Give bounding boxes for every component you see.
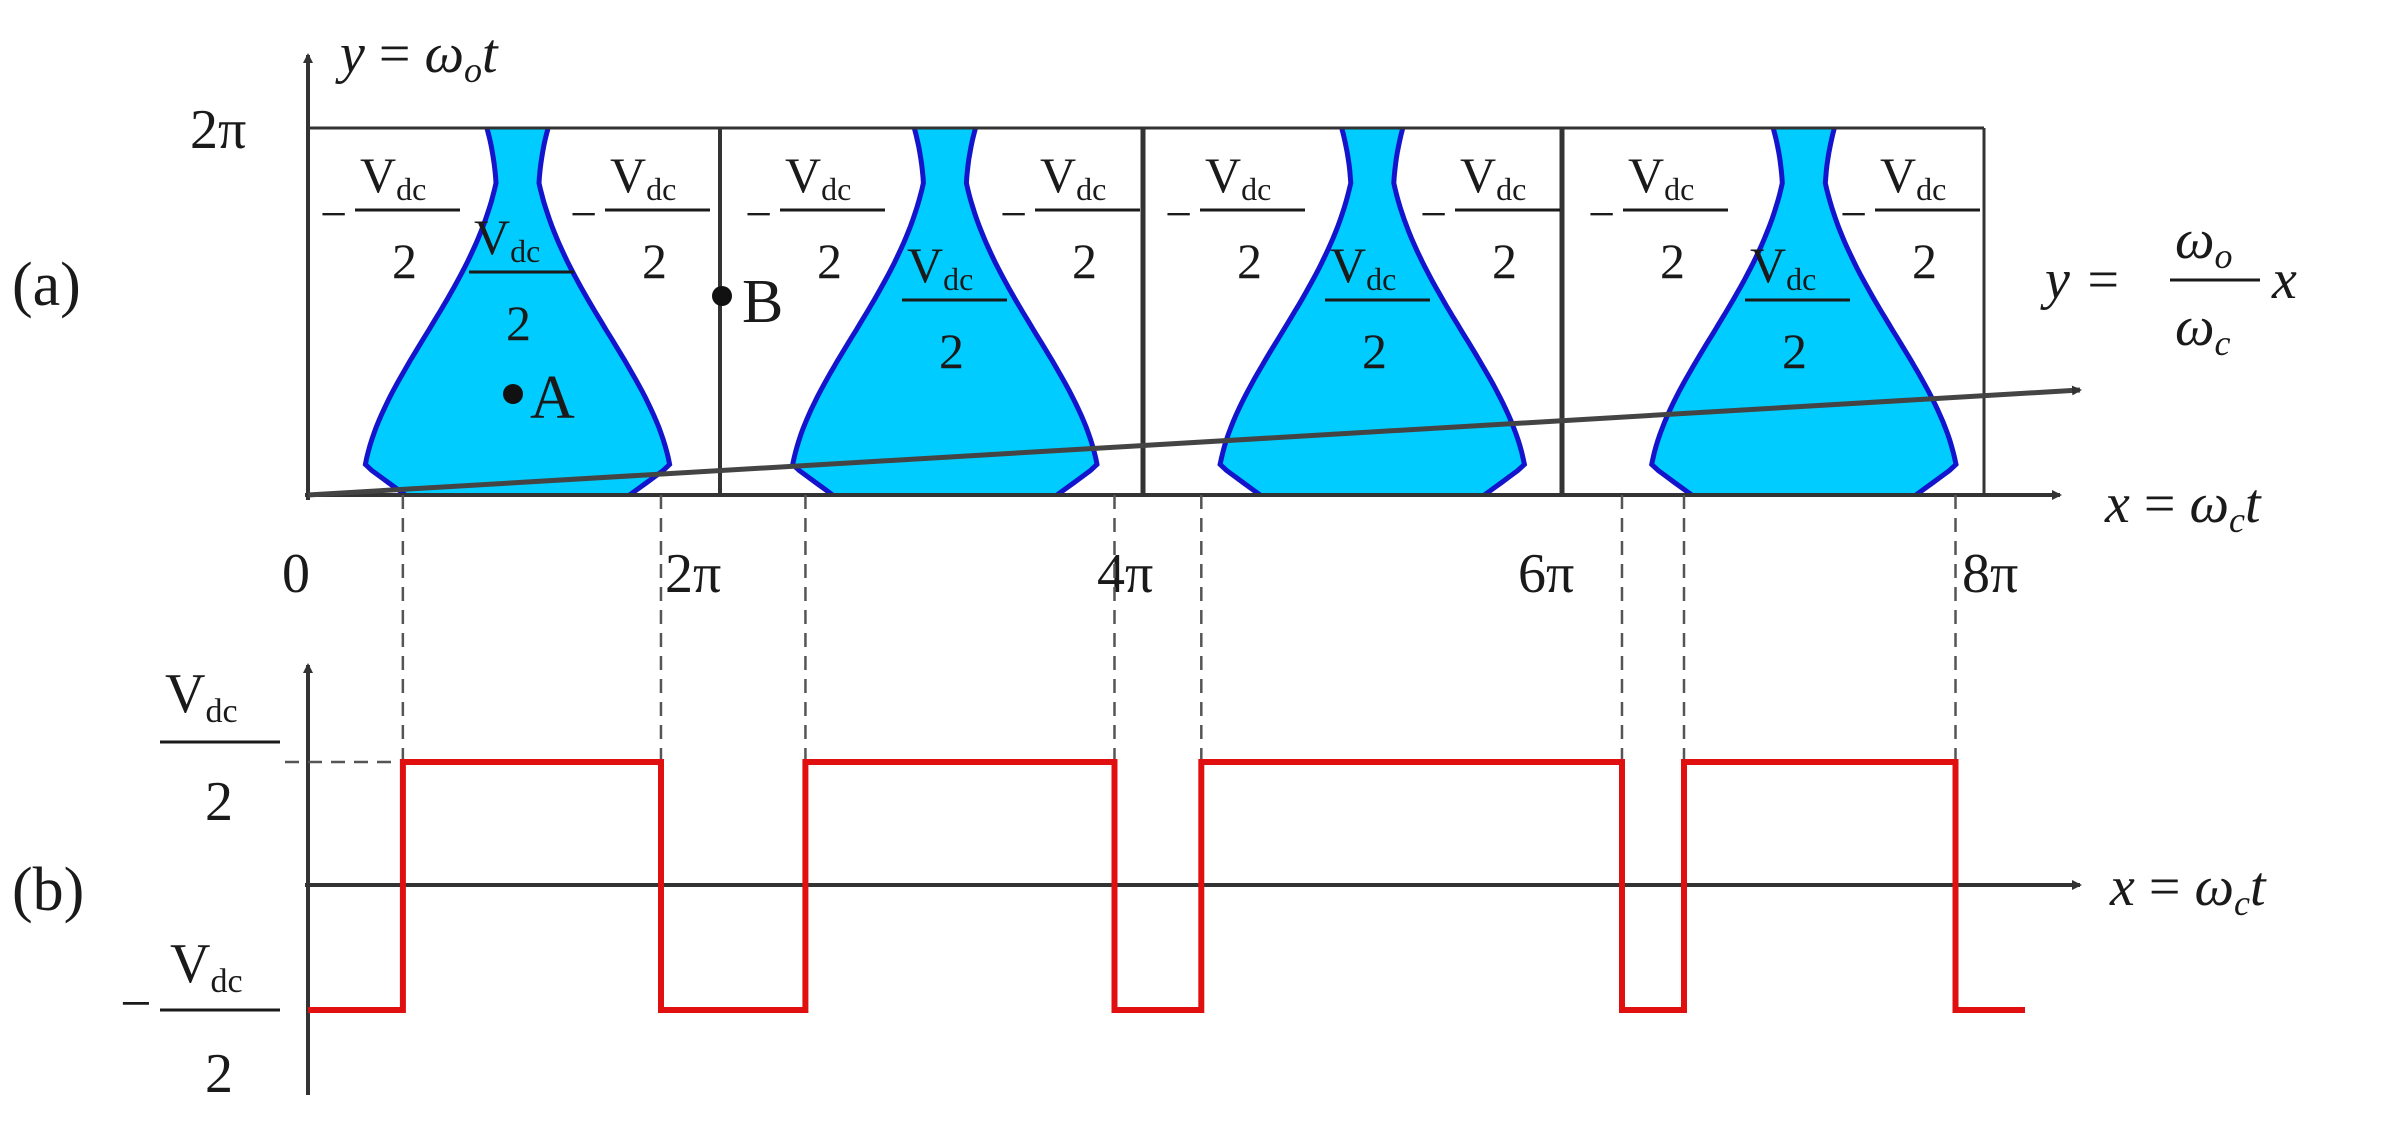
cell-boundary-right-1 [536,127,673,498]
point-a-marker [503,384,523,404]
cell-label-11-denominator: 2 [1782,323,1807,379]
cell-boundary-right-2 [963,127,1100,498]
cell-label-11-numerator: Vdc [1750,237,1816,297]
cell-label-7-numerator: Vdc [1205,147,1271,207]
cell-boundary-right-3 [1391,127,1528,498]
cell-label-6: −Vdc 2 [1000,147,1140,289]
cell-label-8-numerator: Vdc [1330,237,1396,297]
x-axis-label-b: x = ωct [2109,856,2267,923]
cell-label-10-numerator: Vdc [1628,147,1694,207]
cell-label-10-minus: − [1588,188,1615,241]
cell-label-4-denominator: 2 [817,233,842,289]
x-tick-2pi: 2π [665,543,721,605]
cell-label-2-numerator: Vdc [474,209,540,269]
trajectory-label-denominator: ωc [2175,296,2231,363]
y-axis-label-a: y = ωot [335,23,499,90]
cell-label-6-denominator: 2 [1072,233,1097,289]
cell-label-9-numerator: Vdc [1460,147,1526,207]
point-a-label: A [530,364,575,432]
cell-label-3: −Vdc 2 [570,147,710,289]
cell-label-5-numerator: Vdc [907,237,973,297]
cell-label-4-numerator: Vdc [785,147,851,207]
cell-label-1-numerator: Vdc [360,147,426,207]
cell-boundary-left-1 [362,127,499,498]
cell-label-7: −Vdc 2 [1165,147,1305,289]
point-b-marker [712,286,732,306]
cell-label-10-denominator: 2 [1660,233,1685,289]
cell-label-9-denominator: 2 [1492,233,1517,289]
trajectory-label-numerator: ωo [2175,209,2233,276]
cell-boundary-left-4 [1648,127,1785,498]
trajectory-label-var: x [2271,249,2297,311]
cell-label-7-minus: − [1165,188,1192,241]
cell-region-1 [365,128,670,495]
level-high-numerator: Vdc [165,663,238,730]
y-tick-2pi: 2π [190,99,246,161]
level-low-minus: − [120,973,152,1035]
cell-label-4-minus: − [745,188,772,241]
cell-label-8: Vdc 2 [1325,237,1430,379]
cell-label-9-minus: − [1420,188,1447,241]
cell-boundary-left-2 [789,127,926,498]
level-low-denominator: 2 [205,1043,233,1105]
unit-cells [362,127,1959,498]
cell-boundary-right-4 [1822,127,1959,498]
x-tick-8pi: 8π [1962,543,2018,605]
cell-label-12: −Vdc 2 [1840,147,1980,289]
cell-region-2 [792,128,1097,495]
cell-label-1-minus: − [320,188,347,241]
cell-label-11: Vdc 2 [1745,237,1850,379]
trajectory-line [307,385,2082,498]
x-tick-0: 0 [282,543,310,605]
panel-b-label: (b) [12,856,84,924]
cell-label-10: −Vdc 2 [1588,147,1728,289]
trajectory-label: y = ωo ωc x [2040,209,2297,363]
level-high-label: Vdc 2 [160,663,402,833]
trajectory-label-lhs: y = [2040,249,2122,311]
x-tick-6pi: 6π [1518,543,1574,605]
cell-label-12-minus: − [1840,188,1867,241]
x-axis-label-a: x = ωct [2104,473,2262,540]
cell-label-1-denominator: 2 [392,233,417,289]
cell-label-1: −Vdc 2 [320,147,460,289]
cell-label-3-denominator: 2 [642,233,667,289]
cell-label-7-denominator: 2 [1237,233,1262,289]
panel-a-label: (a) [12,251,81,319]
pwm-waveform [308,759,2025,1013]
cell-label-2-denominator: 2 [506,295,531,351]
cell-label-5: Vdc 2 [902,237,1007,379]
level-high-denominator: 2 [205,771,233,833]
point-b-label: B [742,268,783,336]
projection-lines [401,495,1957,1010]
x-tick-4pi: 4π [1097,543,1153,605]
cell-label-3-numerator: Vdc [610,147,676,207]
cell-label-3-minus: − [570,188,597,241]
cell-boundary-left-3 [1217,127,1354,498]
panel-b: (b) x = ωct Vdc 2 − Vdc 2 [12,663,2267,1105]
cell-label-12-numerator: Vdc [1880,147,1946,207]
cell-label-2: Vdc 2 [469,209,574,351]
cell-label-6-minus: − [1000,188,1027,241]
cell-label-8-denominator: 2 [1362,323,1387,379]
cell-label-4: −Vdc 2 [745,147,885,289]
level-low-numerator: Vdc [170,933,243,1000]
cell-label-6-numerator: Vdc [1040,147,1106,207]
level-low-label: − Vdc 2 [120,933,280,1105]
cell-label-12-denominator: 2 [1912,233,1937,289]
cell-label-9: −Vdc 2 [1420,147,1560,289]
cell-region-3 [1220,128,1525,495]
cell-label-5-denominator: 2 [939,323,964,379]
cell-frame [308,126,1986,495]
